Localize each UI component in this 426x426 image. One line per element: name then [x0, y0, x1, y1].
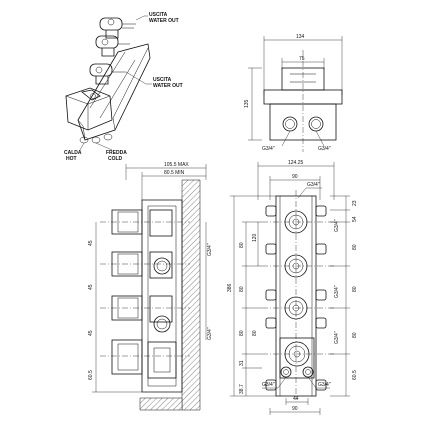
front-right-port-2: G3/4" — [334, 285, 340, 298]
side-port-2: G3/4" — [207, 327, 213, 340]
cold-label: FREDDA — [106, 150, 127, 156]
isometric-view: USCITA WATER OUT USCITA WATER OUT CALDA … — [64, 12, 183, 162]
front-right-80a: 80 — [352, 244, 358, 250]
iso-handle-3 — [89, 63, 126, 85]
top-view: 134 75 135 G3/4" G3/4" — [244, 34, 343, 152]
front-left-80c: 80 — [239, 330, 245, 336]
side-section-view: 105.5 MAX 80.5 MIN — [88, 162, 213, 411]
iso-handle-2 — [95, 35, 130, 57]
front-thermostat — [279, 337, 315, 379]
side-depth-min: 80.5 MIN — [164, 170, 185, 176]
side-pitch-3: 45 — [88, 330, 94, 336]
side-pitch-2: 45 — [88, 284, 94, 290]
front-total-height: 386 — [227, 283, 233, 292]
front-view: 124.25 90 G3/4" — [227, 160, 358, 415]
iso-thermostat-block — [65, 87, 113, 131]
front-right-54: 54 — [352, 216, 358, 222]
front-left-31: 31 — [239, 360, 245, 366]
front-right-605: 60.5 — [352, 370, 358, 380]
front-left-120: 120 — [252, 233, 258, 242]
top-width-dim: 134 — [296, 34, 305, 40]
front-right-80b: 80 — [352, 286, 358, 292]
front-width-overall: 124.25 — [288, 160, 304, 166]
front-right-23: 23 — [352, 200, 358, 206]
side-port-1: G3/4" — [207, 243, 213, 256]
side-cartridge-2 — [111, 251, 173, 279]
front-right-80c: 80 — [352, 332, 358, 338]
outlet-mid-label-en: WATER OUT — [153, 83, 183, 89]
wall-section — [181, 179, 201, 411]
front-left-80b: 80 — [239, 286, 245, 292]
front-left-80d: 80 — [252, 330, 258, 336]
outlet-mid-label: USCITA — [153, 77, 172, 83]
hot-label: CALDA — [64, 150, 82, 156]
iso-handle-1 — [99, 17, 136, 39]
front-right-port-3: G3/4" — [334, 331, 340, 344]
front-bottom-right: G3/4" — [318, 382, 331, 388]
iso-body — [77, 43, 151, 141]
cold-label-en: COLD — [108, 156, 123, 162]
top-height-dim: 135 — [244, 99, 250, 108]
side-thermostat — [111, 339, 177, 379]
front-bottom-44: 44 — [293, 396, 299, 402]
top-conn-right: G3/4" — [318, 146, 331, 152]
outlet-top-label-en: WATER OUT — [149, 18, 179, 24]
front-top-port: G3/4" — [307, 182, 320, 188]
front-width-inner: 90 — [292, 174, 298, 180]
side-pitch-1: 45 — [88, 240, 94, 246]
front-bottom-left: G3/4" — [262, 382, 275, 388]
front-bottom-90: 90 — [292, 406, 298, 412]
front-left-387: 38.7 — [239, 384, 245, 394]
outlet-top-label: USCITA — [149, 12, 168, 18]
side-bottom: 60.5 — [88, 370, 94, 380]
side-cartridge-1 — [111, 209, 173, 237]
front-left-80a: 80 — [239, 242, 245, 248]
side-depth-max: 105.5 MAX — [164, 162, 189, 168]
front-right-port-1: G3/4" — [334, 219, 340, 232]
top-conn-left: G3/4" — [262, 146, 275, 152]
top-inner-dim: 75 — [299, 56, 305, 62]
hot-label-en: HOT — [66, 156, 77, 162]
